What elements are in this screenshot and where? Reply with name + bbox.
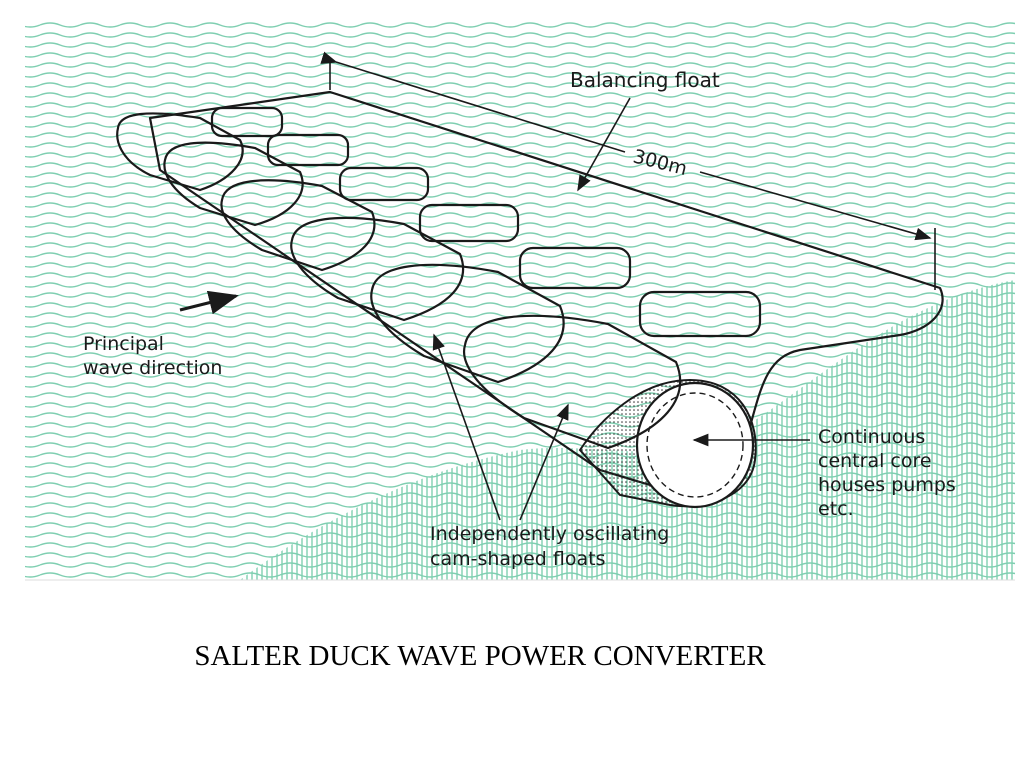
floats-line1: Independently oscillating [430,523,669,545]
floats-leader-1 [432,333,501,521]
floats-line2: cam-shaped floats [430,548,605,570]
float-2 [163,133,350,227]
core-line3: houses pumps [818,474,956,496]
core-line1: Continuous [818,426,925,448]
figure-caption: SALTER DUCK WAVE POWER CONVERTER [194,640,766,672]
float-5 [370,246,632,384]
cam-floats [116,106,762,450]
core-line4: etc. [818,498,854,520]
balancing-float-label: Balancing float [570,68,720,92]
wave-direction-label: Principal wave direction [83,333,222,379]
float-4 [290,203,520,322]
balancing-float-leader [577,97,631,192]
float-6 [463,290,762,450]
wave-direction-line2: wave direction [83,357,222,379]
float-3 [220,166,430,272]
wave-direction-arrow [179,290,239,315]
core-label: Continuous central core houses pumps etc… [818,426,962,520]
core-line2: central core [818,450,932,472]
float-1 [116,106,284,192]
floats-label: Independently oscillating cam-shaped flo… [430,523,675,570]
wave-direction-line1: Principal [83,333,164,355]
sea-swell [240,280,1015,580]
floats-leader-2 [519,403,569,521]
